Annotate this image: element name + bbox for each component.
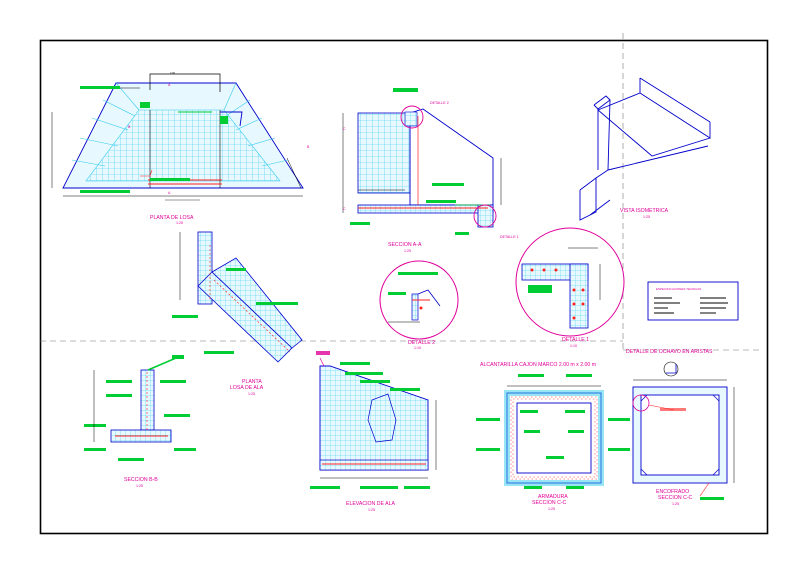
especificaciones-tecnicas: ESPECIFICACIONES TECNICAS <box>647 281 739 321</box>
marker-a-bottom: A <box>168 191 171 195</box>
ochavo-title: DETALLE DE OCHAVO EN ARISTAS <box>626 349 713 355</box>
encofrado-scale: 1:25 <box>672 502 679 506</box>
armadura-title-1: ARMADURA <box>538 494 568 500</box>
isometrica-scale: 1:25 <box>643 215 650 219</box>
seccion-aa-title: SECCION A-A <box>388 242 422 248</box>
seccion-b-b: SECCION B-B 1:25 <box>84 355 196 488</box>
encofrado-seccion-c-c: ENCOFRADO SECCION C-C 1:25 <box>632 379 735 506</box>
elevacion-ala-scale: 1:25 <box>368 508 375 512</box>
detalle2-scale: 1:10 <box>414 346 421 350</box>
especificaciones-title: ESPECIFICACIONES TECNICAS <box>656 287 701 291</box>
marker-c-lower: C <box>343 207 346 211</box>
marker-c-upper: C <box>343 127 346 131</box>
armadura-title-2: SECCION C-C <box>532 500 567 506</box>
armadura-scale: 1:25 <box>548 507 555 511</box>
detalle-de-ochavo: DETALLE DE OCHAVO EN ARISTAS <box>626 349 713 377</box>
seccion-bb-title: SECCION B-B <box>124 477 158 483</box>
seccion-bb-scale: 1:25 <box>136 484 143 488</box>
sheet-divisions <box>40 33 760 351</box>
planta-losa-scale: 1:25 <box>176 221 183 225</box>
losa-ala-scale: 1:25 <box>248 392 255 396</box>
elevacion-ala-title: ELEVACION DE ALA <box>346 501 395 507</box>
marker-b-left: B <box>128 125 131 129</box>
losa-ala-title-2: LOSA DE ALA <box>230 385 264 391</box>
seccion-a-a: C C DETALLE 2 DETALLE 1 SECCION A-A 1:25 <box>342 88 519 253</box>
planta-losa-de-ala: PLANTA LOSA DE ALA 1:25 <box>172 231 303 396</box>
elevacion-de-ala: ELEVACION DE ALA 1:25 <box>310 351 437 512</box>
detalle1-ref: DETALLE 1 <box>500 235 519 239</box>
isometrica-title: VISTA ISOMETRICA <box>620 208 669 214</box>
planta-losa-title: PLANTA DE LOSA <box>150 215 194 221</box>
marker-b-right: B <box>307 145 310 149</box>
encofrado-title-1: ENCOFRADO <box>656 489 689 495</box>
encofrado-title-2: SECCION C-C <box>658 495 693 501</box>
detalle-1: DETALLE 1 1:10 <box>515 227 625 348</box>
seccion-aa-scale: 1:25 <box>404 249 411 253</box>
losa-ala-title-1: PLANTA <box>242 379 262 385</box>
planta-de-losa: 2.00 A A B B PLANTA DE LOSA 1:25 <box>51 71 310 225</box>
armadura-seccion-c-c: ALCANTARILLA CAJON MARCO 2.00 m x 2.00 m… <box>476 362 630 511</box>
detalle-2: DETALLE 2 1:10 <box>379 260 459 350</box>
detalle1-title: DETALLE 1 <box>562 337 589 343</box>
sheet-border <box>39 39 769 535</box>
detalle2-ref: DETALLE 2 <box>430 101 449 105</box>
svg-text:2.00: 2.00 <box>170 71 176 75</box>
detalle2-title: DETALLE 2 <box>408 340 435 346</box>
vista-isometrica: VISTA ISOMETRICA 1:25 <box>579 77 712 221</box>
detalle1-scale: 1:10 <box>570 344 577 348</box>
alcantarilla-title: ALCANTARILLA CAJON MARCO 2.00 m x 2.00 m <box>480 362 596 368</box>
marker-a-top: A <box>168 83 171 87</box>
